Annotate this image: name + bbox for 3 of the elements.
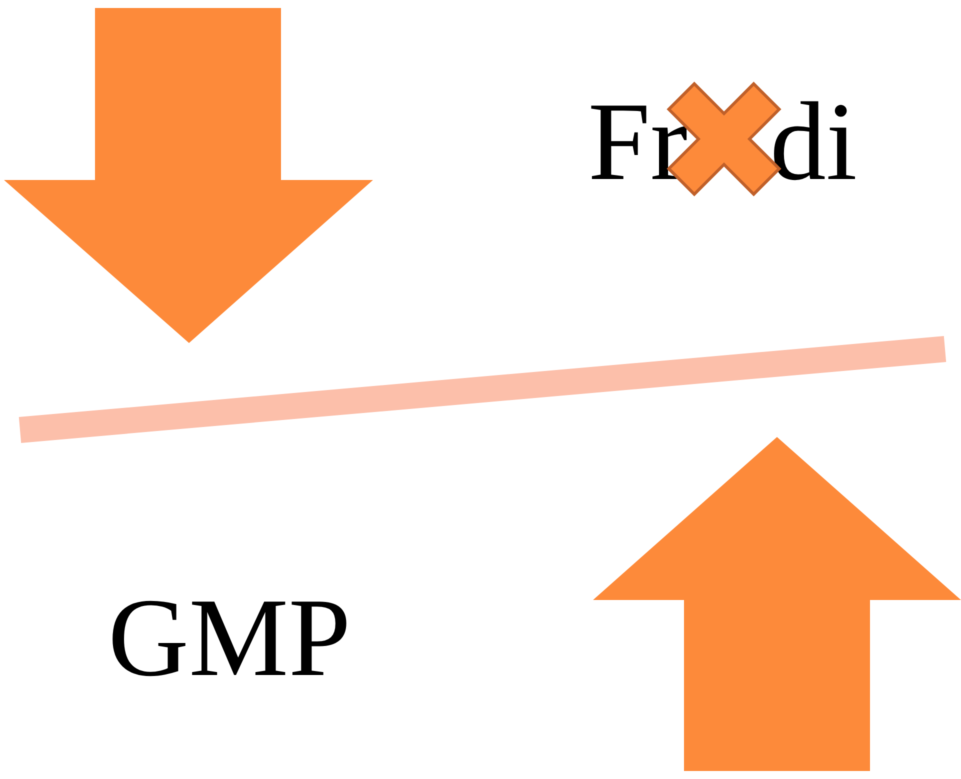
text-label: GMP: [108, 582, 351, 694]
word-fragment: Fr: [588, 86, 688, 198]
word-fragment: di: [770, 86, 858, 198]
